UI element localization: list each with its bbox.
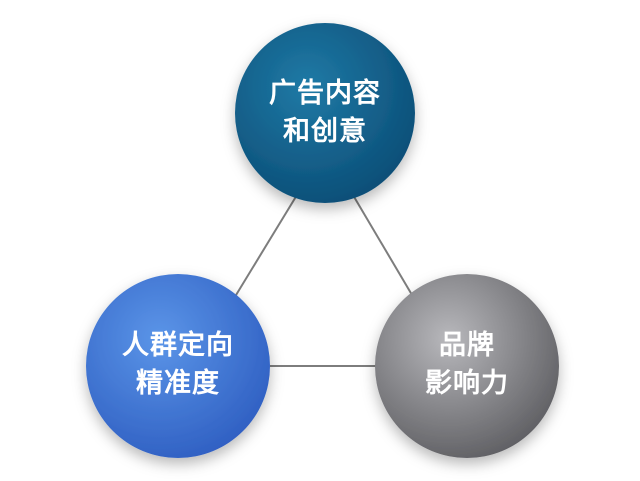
node-circle-ad-content [235,23,415,203]
node-label-line: 精准度 [136,368,220,399]
node-label-line: 人群定向 [122,330,234,361]
node-circle-crowd-targeting [86,274,270,458]
node-label-line: 影响力 [425,368,509,399]
node-label-line: 品牌 [439,330,495,361]
node-label-ad-content: 广告内容 和创意 [230,75,420,151]
node-label-line: 广告内容 [269,78,381,109]
connector-top-left [232,189,301,301]
node-circle-brand-influence [375,274,559,458]
node-label-brand-influence: 品牌 影响力 [372,327,562,403]
connector-top-right [349,189,416,301]
node-label-crowd-targeting: 人群定向 精准度 [83,327,273,403]
node-label-line: 和创意 [283,116,367,147]
